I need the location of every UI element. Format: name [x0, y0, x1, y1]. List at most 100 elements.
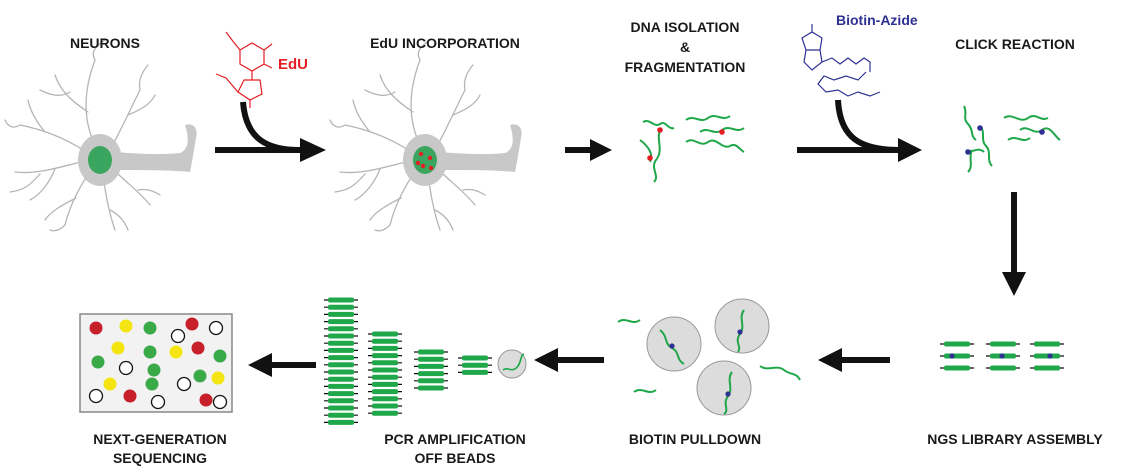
sequencing-cluster: [143, 321, 157, 335]
biotin-azide-molecule-icon: [801, 24, 881, 97]
adapter-fragment: [368, 374, 402, 380]
arrow-pcr-to-sequencing: [248, 353, 316, 377]
adapter-fragment: [324, 355, 358, 361]
sequencing-cluster: [212, 394, 228, 410]
label-sequencing: SEQUENCING: [112, 450, 208, 466]
label-off-beads: OFF BEADS: [414, 450, 496, 466]
biotin-marks: [965, 125, 1045, 155]
sequencing-cluster: [143, 345, 157, 359]
arrow-pulldown-to-pcr: [534, 348, 604, 372]
label-click-reaction: CLICK REACTION: [955, 36, 1075, 52]
edu-marks: [647, 127, 725, 161]
label-ngs-library-assembly: NGS LIBRARY ASSEMBLY: [927, 431, 1103, 447]
sequencing-cluster: [89, 321, 103, 335]
neuron-edu-illustration: [329, 39, 523, 232]
adapter-fragment: [368, 367, 402, 373]
label-biotin-pulldown: BIOTIN PULLDOWN: [628, 431, 762, 447]
sequencing-cluster: [211, 371, 225, 385]
label-pcr-amplification: PCR AMPLIFICATION: [384, 431, 526, 447]
adapter-fragment: [986, 341, 1020, 347]
adapter-fragment: [368, 331, 402, 337]
adapter-fragment: [324, 340, 358, 346]
sequencing-clusters: [88, 317, 228, 410]
adapter-fragment: [368, 381, 402, 387]
adapter-fragment: [458, 369, 492, 375]
adapter-fragment: [414, 363, 448, 369]
adapter-fragment: [368, 410, 402, 416]
adapter-fragment: [368, 338, 402, 344]
single-bead: [497, 349, 527, 379]
adapter-fragment: [368, 353, 402, 359]
dna-fragments-biotin: [963, 105, 1061, 173]
adapter-fragment: [414, 356, 448, 362]
adapter-fragment: [1030, 341, 1064, 347]
pcr-amplified-fragments: [324, 297, 492, 425]
dna-fragments-edu: [639, 115, 745, 183]
adapter-fragment: [324, 398, 358, 404]
sequencing-cluster: [185, 317, 199, 331]
neuron-illustration: [4, 39, 198, 232]
adapter-fragment: [414, 385, 448, 391]
sequencing-cluster: [91, 355, 105, 369]
adapter-fragment: [324, 333, 358, 339]
adapter-fragment: [940, 341, 974, 347]
sequencing-cluster: [176, 376, 192, 392]
sequencing-cluster: [170, 328, 186, 344]
adapter-fragment: [324, 319, 358, 325]
adapter-fragment: [324, 383, 358, 389]
sequencing-cluster: [147, 363, 161, 377]
label-biotin-azide: Biotin-Azide: [836, 12, 918, 28]
adapter-fragment: [458, 355, 492, 361]
adapter-fragment: [324, 376, 358, 382]
label-neurons: NEURONS: [69, 35, 140, 51]
adapter-fragment: [458, 362, 492, 368]
adapter-fragment: [324, 304, 358, 310]
sequencing-cluster: [199, 393, 213, 407]
adapter-fragment: [324, 369, 358, 375]
adapter-fragment: [324, 297, 358, 303]
adapter-fragment: [414, 378, 448, 384]
sequencing-cluster: [193, 369, 207, 383]
adapter-fragment: [986, 353, 1020, 359]
label-next-generation: NEXT-GENERATION: [93, 431, 227, 447]
label-edu-reagent: EdU: [278, 56, 308, 73]
arrow-dna-to-click: [797, 99, 922, 162]
adapter-fragment: [414, 371, 448, 377]
adapter-fragment: [324, 419, 358, 425]
adapter-fragment: [324, 311, 358, 317]
label-dna-isolation: DNA ISOLATION: [630, 19, 740, 35]
ngs-library-fragments: [940, 341, 1064, 371]
sequencing-cluster: [169, 345, 183, 359]
edu-molecule-icon: [215, 31, 273, 108]
arrow-neurons-to-edu: [215, 101, 326, 162]
label-edu-incorporation: EdU INCORPORATION: [370, 35, 520, 51]
adapter-fragment: [368, 403, 402, 409]
sequencing-cluster: [213, 349, 227, 363]
adapter-fragment: [324, 405, 358, 411]
adapter-fragment: [940, 353, 974, 359]
label-fragmentation: FRAGMENTATION: [624, 59, 746, 75]
adapter-fragment: [986, 365, 1020, 371]
adapter-fragment: [940, 365, 974, 371]
adapter-fragment: [324, 347, 358, 353]
arrow-click-to-ngs: [1002, 192, 1026, 296]
adapter-fragment: [324, 326, 358, 332]
sequencing-cluster: [145, 377, 159, 391]
sequencing-cluster: [150, 394, 166, 410]
bead-biotin-marks: [669, 329, 743, 397]
adapter-fragment: [368, 389, 402, 395]
sequencing-cluster: [88, 388, 104, 404]
adapter-fragment: [324, 391, 358, 397]
arrow-edu-to-dna: [565, 139, 612, 161]
adapter-fragment: [324, 412, 358, 418]
sequencing-cluster: [118, 360, 134, 376]
adapter-fragment: [368, 345, 402, 351]
adapter-fragment: [368, 396, 402, 402]
sequencing-cluster: [103, 377, 117, 391]
adapter-fragment: [368, 360, 402, 366]
label-ampersand: &: [679, 39, 691, 55]
sequencing-cluster: [111, 341, 125, 355]
adapter-fragment: [414, 349, 448, 355]
sequencing-cluster: [191, 341, 205, 355]
